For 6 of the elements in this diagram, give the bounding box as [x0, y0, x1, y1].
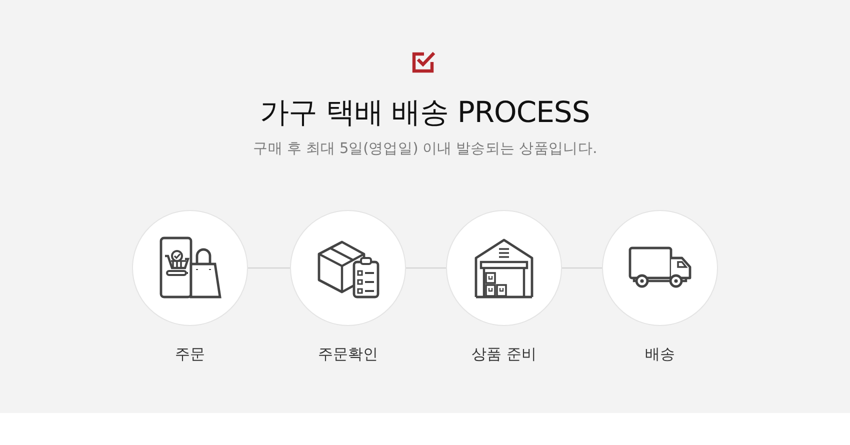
- step-label: 주문확인: [318, 344, 378, 364]
- step-label: 배송: [645, 344, 675, 364]
- subtitle: 구매 후 최대 5일(영업일) 이내 발송되는 상품입니다.: [253, 141, 597, 157]
- step-label: 주문: [175, 344, 205, 364]
- step-label: 상품 준비: [472, 344, 536, 364]
- heading: 가구 택배 배송 PROCESS: [260, 95, 590, 129]
